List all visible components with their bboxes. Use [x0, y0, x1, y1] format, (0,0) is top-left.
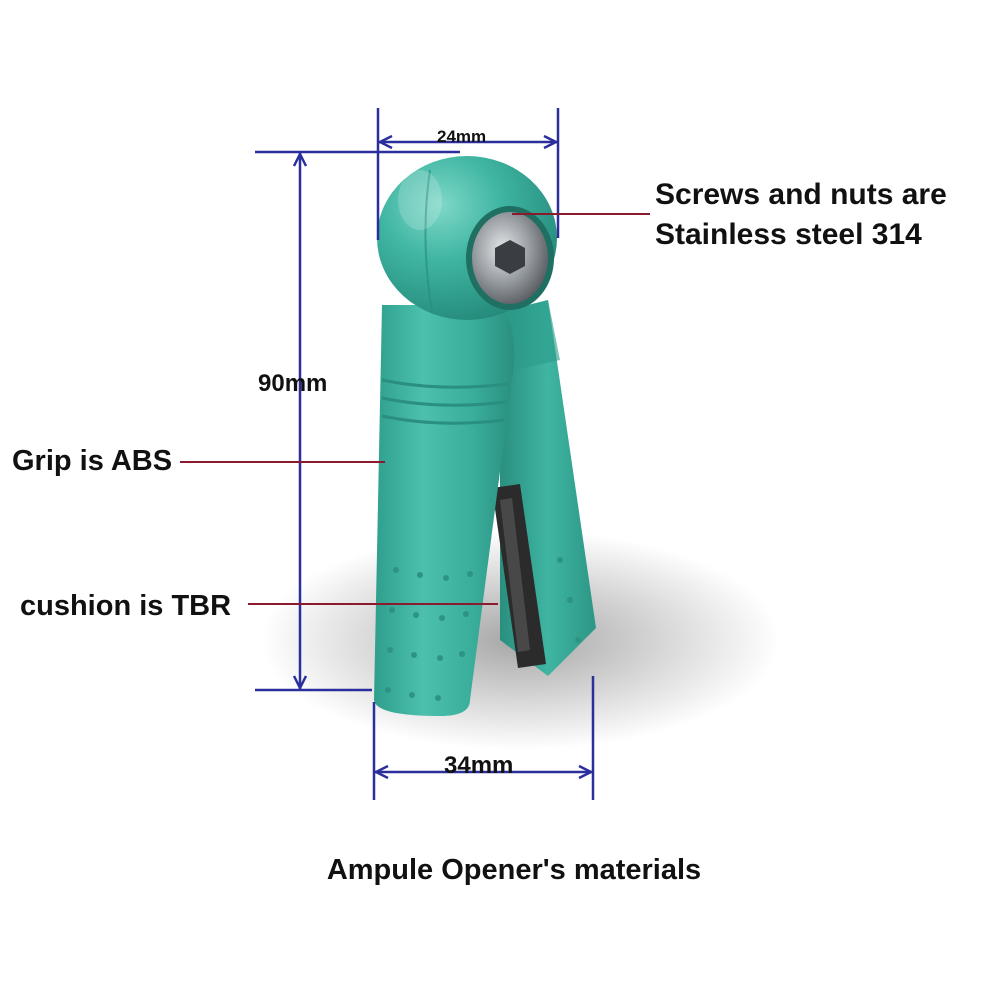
diagram-title: Ampule Opener's materials	[0, 854, 1000, 887]
grip-texture	[385, 557, 581, 701]
callout-screws-line1: Screws and nuts are	[655, 178, 947, 211]
dimension-label-top-width: 24mm	[437, 127, 487, 146]
right-arm	[492, 300, 596, 676]
callout-grip: Grip is ABS	[12, 445, 173, 477]
dimension-lines	[255, 108, 595, 800]
stainless-screw	[466, 206, 554, 310]
diagram-title-text: Ampule Opener's materials	[326, 854, 702, 886]
callout-cushion: cushion is TBR	[20, 590, 232, 622]
callout-lines	[180, 213, 650, 605]
dimension-label-bottom-width: 34mm	[444, 752, 514, 779]
dimension-label-height: 90mm	[258, 370, 328, 397]
grip-body	[374, 305, 581, 716]
callout-screws-line2: Stainless steel 314	[655, 218, 922, 251]
